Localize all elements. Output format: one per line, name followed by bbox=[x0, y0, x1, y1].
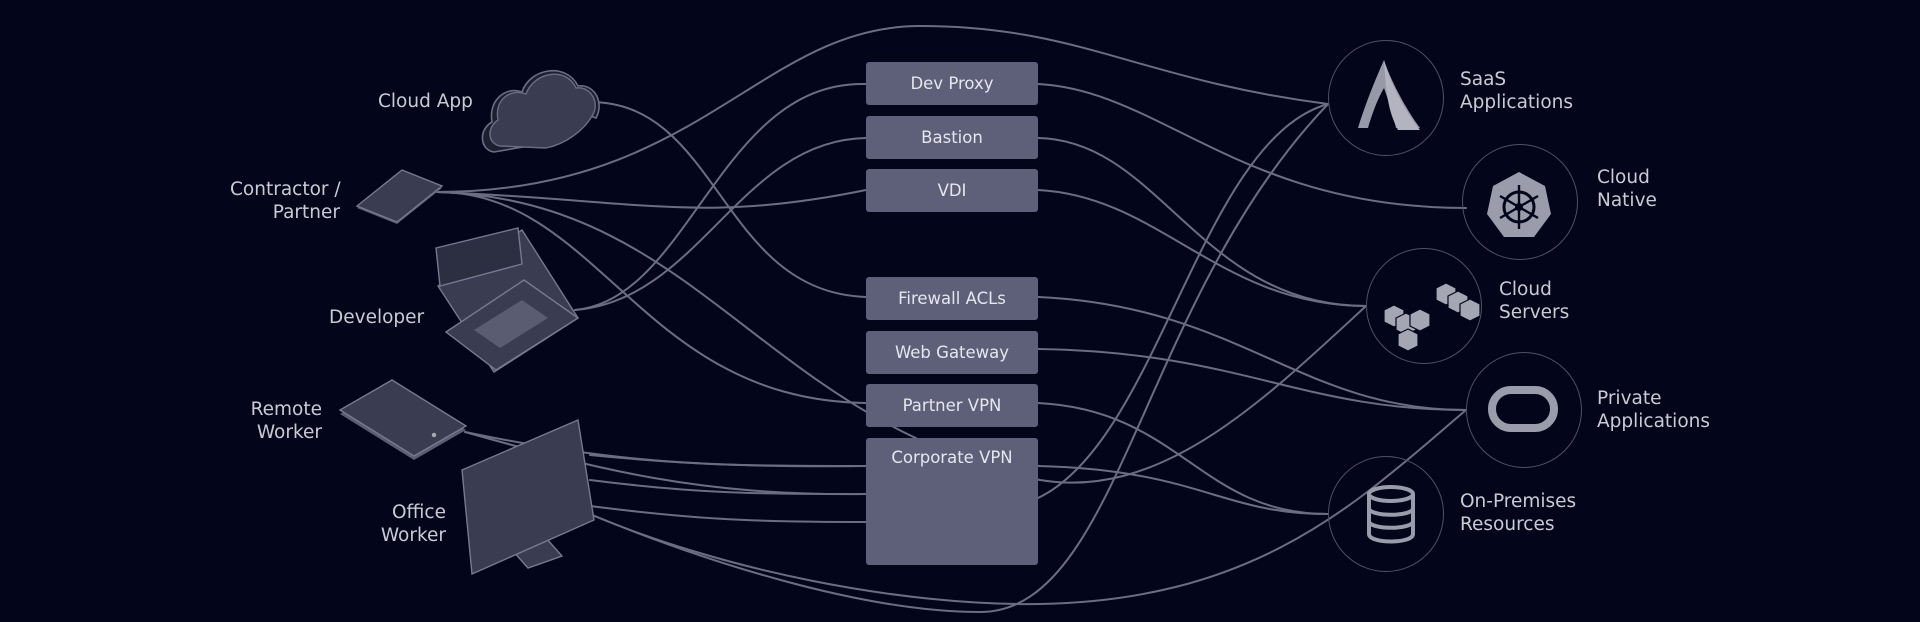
wire bbox=[1037, 103, 1329, 499]
gateway-web-gateway: Web Gateway bbox=[866, 331, 1038, 374]
wire bbox=[1037, 296, 1467, 411]
source-label-contractor: Contractor /Partner bbox=[230, 179, 341, 223]
gateway-partner-vpn: Partner VPN bbox=[866, 384, 1038, 427]
tablet-icon bbox=[338, 379, 468, 460]
tablet-icon bbox=[355, 169, 444, 224]
gateway-firewall-acls: Firewall ACLs bbox=[866, 277, 1038, 320]
monitor-icon bbox=[461, 419, 595, 576]
wire bbox=[589, 479, 867, 495]
wire bbox=[1037, 137, 1367, 307]
wire bbox=[589, 505, 867, 523]
destination-on-prem bbox=[1328, 456, 1444, 572]
gateway-bastion: Bastion bbox=[866, 116, 1038, 159]
laptop-icon bbox=[435, 227, 580, 373]
wire bbox=[1037, 402, 1329, 515]
destination-cloud-native bbox=[1462, 144, 1578, 260]
wire bbox=[1037, 465, 1329, 515]
wire bbox=[1037, 189, 1367, 307]
cloud-icon bbox=[481, 70, 600, 153]
gateway-dev-proxy: Dev Proxy bbox=[866, 62, 1038, 105]
wire bbox=[1037, 83, 1467, 209]
wire bbox=[589, 454, 867, 467]
destination-saas bbox=[1328, 40, 1444, 156]
wire bbox=[589, 101, 867, 298]
gateway-corporate-vpn: Corporate VPN bbox=[866, 438, 1038, 565]
gateway-vdi: VDI bbox=[866, 169, 1038, 212]
wire bbox=[436, 189, 867, 209]
wire bbox=[574, 82, 867, 311]
wire bbox=[1037, 348, 1467, 411]
destination-private-apps bbox=[1466, 352, 1582, 468]
wire bbox=[574, 137, 867, 311]
source-label-developer: Developer bbox=[329, 307, 425, 328]
source-label-cloud-app: Cloud App bbox=[378, 91, 473, 112]
destination-cloud-servers bbox=[1366, 248, 1482, 364]
wire bbox=[584, 103, 1329, 614]
wire bbox=[436, 24, 1329, 193]
